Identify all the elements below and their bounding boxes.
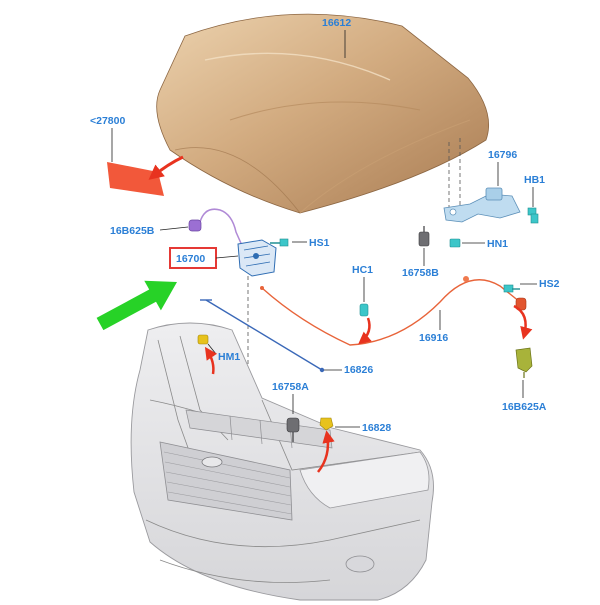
hc1-arrow xyxy=(358,317,372,345)
callout-hc1: HC1 xyxy=(352,264,373,276)
callout-stop-a: 16758A xyxy=(272,381,309,393)
support-rod-16826 xyxy=(200,299,325,373)
hood-latch-part xyxy=(237,239,277,277)
callout-stop-b: 16758B xyxy=(402,267,439,279)
callout-hm1: HM1 xyxy=(218,351,240,363)
hood-panel xyxy=(156,13,489,214)
callout-latch: 16700 xyxy=(176,253,205,265)
hm1-arrow xyxy=(204,346,218,375)
deflector-arrow xyxy=(148,155,184,180)
callout-connector-a: 16B625A xyxy=(502,401,547,413)
nut-hn1 xyxy=(449,238,461,248)
front-grille xyxy=(159,441,293,521)
cable-end-grommet xyxy=(463,276,469,282)
callout-hn1: HN1 xyxy=(487,238,508,250)
callout-cable: 16916 xyxy=(419,332,448,344)
callout-striker: 16796 xyxy=(488,149,517,161)
clip-arrow xyxy=(317,430,335,473)
callout-hood: 16612 xyxy=(322,17,351,29)
bumper-stop-16758b xyxy=(418,226,430,247)
bolt-hb1 xyxy=(527,207,539,224)
callout-hs2: HS2 xyxy=(539,278,560,290)
connector-16b625a xyxy=(515,347,533,378)
clip-16828 xyxy=(319,417,334,431)
bumper-stop-16758a xyxy=(286,417,300,442)
callout-deflector: <27800 xyxy=(90,115,125,127)
screw-hs2 xyxy=(503,284,520,293)
bolt-hs1 xyxy=(270,238,289,247)
release-cable-16916 xyxy=(261,279,521,346)
hood-striker-part xyxy=(443,187,521,223)
callout-connector-b: 16B625B xyxy=(110,225,155,237)
headlamp xyxy=(299,451,430,509)
callout-rod: 16826 xyxy=(344,364,373,376)
leader-latch xyxy=(215,255,239,259)
leader-connector-b xyxy=(159,226,189,231)
clip-hc1 xyxy=(359,303,369,317)
cable-end-latch xyxy=(260,286,264,290)
brand-emblem xyxy=(201,456,223,468)
callout-hb1: HB1 xyxy=(524,174,545,186)
connector-16b625b xyxy=(188,208,245,251)
callout-hs1: HS1 xyxy=(309,237,330,249)
hs2-arrow xyxy=(513,304,533,340)
fog-lamp xyxy=(345,555,375,573)
clip-hm1 xyxy=(197,334,209,345)
green-pointer-arrow xyxy=(96,280,177,331)
callout-clip: 16828 xyxy=(362,422,391,434)
deflector-part xyxy=(107,162,164,196)
